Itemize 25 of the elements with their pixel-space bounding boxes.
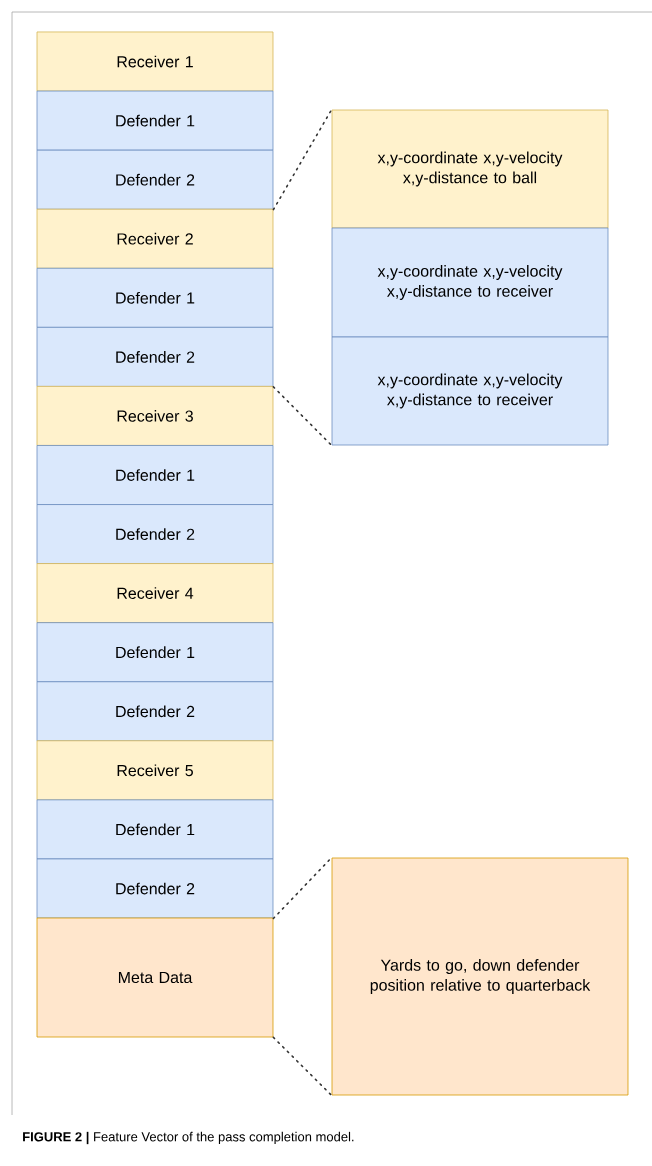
feature-box: Meta Data <box>36 917 274 1038</box>
caption: FIGURE 2 | Feature Vector of the pass completion model. <box>23 1131 354 1145</box>
zoom-line <box>272 856 333 920</box>
zoom-line <box>272 1036 333 1097</box>
detail-box: x,y-coordinate x,y-velocity x,y-distance to ball <box>331 109 609 229</box>
feature-box: Defender 2 <box>36 149 274 210</box>
feature-box: Defender 2 <box>36 326 274 387</box>
feature-box: Defender 2 <box>36 504 274 565</box>
detail-box: x,y-coordinate x,y-velocity x,y-distance to receiver <box>331 227 609 338</box>
detail-box: Yards to go, down defender position relative to quarterback <box>331 857 629 1096</box>
feature-box: Defender 1 <box>36 445 274 505</box>
feature-box: Defender 1 <box>36 267 274 328</box>
feature-box: Defender 1 <box>36 90 274 151</box>
zoom-line <box>272 386 333 447</box>
feature-box: Receiver 1 <box>36 31 274 92</box>
feature-box: Defender 2 <box>36 681 274 742</box>
feature-box: Defender 1 <box>36 799 274 860</box>
detail-box: x,y-coordinate x,y-velocity x,y-distance to receiver <box>331 336 609 446</box>
feature-box: Receiver 5 <box>36 740 274 801</box>
feature-box: Receiver 2 <box>36 208 274 269</box>
zoom-line <box>272 108 333 211</box>
feature-box: Defender 2 <box>36 858 274 919</box>
feature-box: Receiver 4 <box>36 563 274 624</box>
feature-box: Defender 1 <box>36 622 274 683</box>
feature-box: Receiver 3 <box>36 385 274 446</box>
